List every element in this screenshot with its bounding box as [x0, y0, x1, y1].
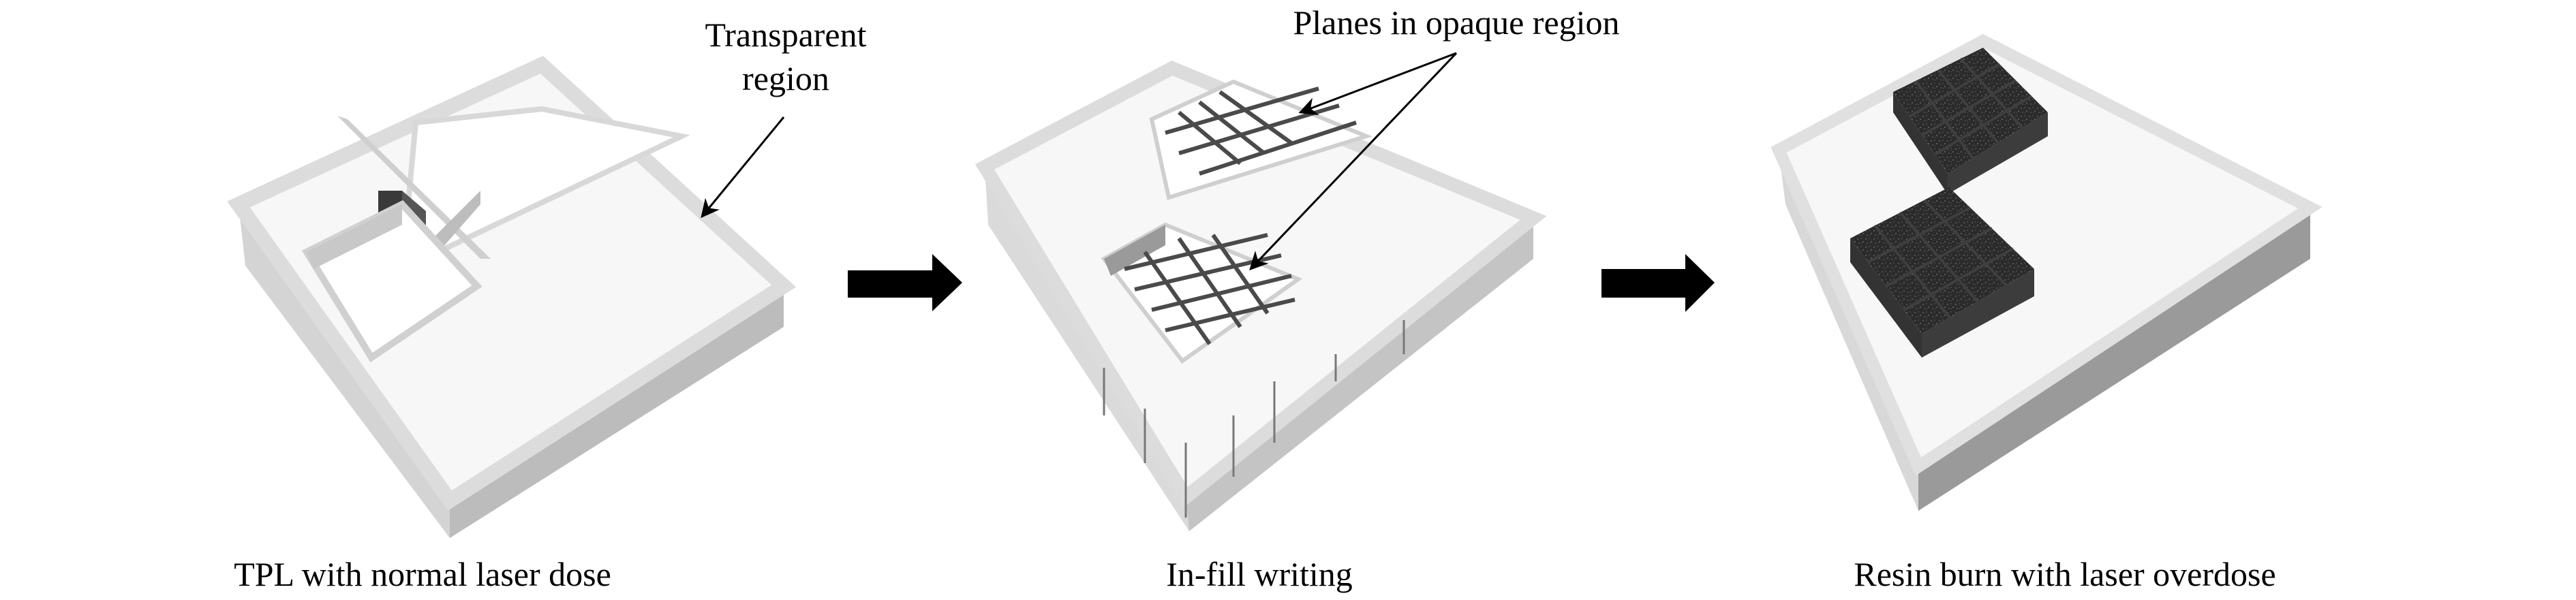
upper-grid-lines [1165, 86, 1357, 176]
lower-burnt-grid [1867, 199, 2014, 319]
panel-2-caption: In-fill writing [1166, 555, 1353, 593]
front-plane-ticks [1103, 320, 1405, 518]
upper-burnt-block-side-left [1893, 92, 1948, 194]
recess-front-wall [307, 204, 402, 269]
lower-grid-lines [1124, 233, 1295, 345]
lower-grid-block-top [1101, 222, 1303, 364]
lower-burnt-block-side-right [1922, 269, 2034, 358]
lower-burnt-block-side-left [1850, 238, 1922, 358]
slab-rim [1770, 33, 2322, 476]
upper-burnt-grid [1908, 57, 2033, 159]
panel-2-block [975, 60, 1547, 531]
slab-right-side [1918, 208, 2310, 511]
upper-burnt-block-side-right [1948, 112, 2048, 194]
process-arrow-2 [1601, 254, 1715, 312]
panel-1-caption: TPL with normal laser dose [234, 555, 611, 593]
process-arrow-1 [848, 254, 962, 311]
panel-1-block [227, 55, 796, 538]
slab-right-side [450, 286, 784, 538]
panel-3-block [1770, 33, 2322, 511]
annotation-transparent-line2: region [742, 59, 829, 97]
panel-3-caption: Resin burn with laser overdose [1854, 555, 2275, 593]
annotation-planes-arrow-lower [1249, 52, 1458, 270]
lower-grid-block-wall [1104, 225, 1165, 276]
annotation-planes-arrow-upper [1298, 52, 1457, 115]
upper-grid-block-top [1149, 79, 1373, 200]
annotation-transparent-arrow [701, 116, 785, 219]
annotation-transparent-line1: Transparent [705, 16, 866, 54]
annotation-planes: Planes in opaque region [1293, 3, 1619, 42]
